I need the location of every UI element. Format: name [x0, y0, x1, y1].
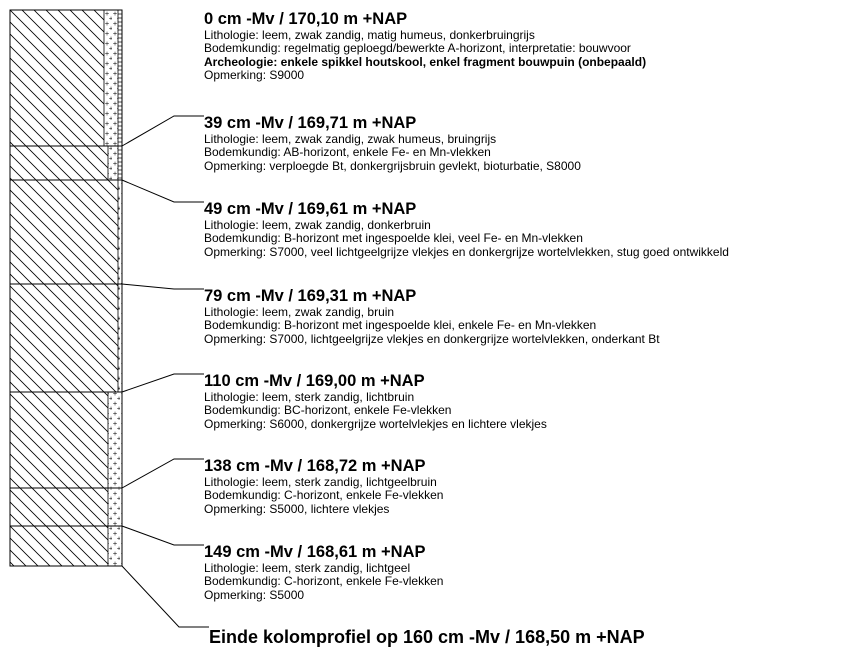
profile-layer-block — [9, 525, 123, 567]
layer-depth-heading: 0 cm -Mv / 170,10 m +NAP — [204, 10, 408, 28]
layer-detail-line: Bodemkundig: BC-horizont, enkele Fe-vlek… — [204, 403, 452, 418]
layer-detail-line: Bodemkundig: C-horizont, enkele Fe-vlekk… — [204, 574, 444, 589]
humus-fill — [118, 146, 122, 180]
layer-detail-line: Lithologie: leem, zwak zandig, zwak hume… — [204, 132, 497, 146]
layer-detail-line: Opmerking: verploegde Bt, donkergrijsbru… — [204, 158, 581, 173]
leader-line — [121, 115, 204, 147]
profile-layer-block — [9, 487, 123, 527]
layer-outline — [9, 525, 123, 567]
profile-layer-block — [9, 9, 123, 147]
layer-depth-heading: 49 cm -Mv / 169,61 m +NAP — [204, 200, 417, 218]
sand-fill — [118, 180, 122, 284]
layer-depth-heading: 138 cm -Mv / 168,72 m +NAP — [204, 457, 426, 475]
layer-detail-line: Bodemkundig: AB-horizont, enkele Fe- en … — [204, 145, 491, 160]
sand-fill — [104, 10, 118, 146]
layer-detail-line: Opmerking: S6000, donkergrijze wortelvle… — [204, 416, 547, 431]
sand-fill — [118, 284, 122, 392]
layer-detail-line: Bodemkundig: C-horizont, enkele Fe-vlekk… — [204, 488, 444, 503]
layer-detail-line: Opmerking: S5000, lichtere vlekjes — [204, 501, 390, 516]
profile-layer-block — [9, 145, 123, 181]
sand-fill — [108, 392, 122, 488]
leader-line — [121, 525, 204, 546]
hatch-fill — [10, 284, 118, 392]
sand-fill — [108, 146, 118, 180]
layer-detail-line: Lithologie: leem, zwak zandig, bruin — [204, 305, 395, 319]
layer-detail-line: Lithologie: leem, zwak zandig, matig hum… — [204, 28, 535, 42]
layer-detail-line: Bodemkundig: B-horizont met ingespoelde … — [204, 318, 597, 333]
leader-line — [121, 179, 204, 203]
layer-detail-line: Archeologie: enkele spikkel houtskool, e… — [204, 54, 647, 69]
leader-line — [121, 283, 204, 290]
hatch-fill — [10, 10, 104, 146]
layer-detail-line: Bodemkundig: B-horizont met ingespoelde … — [204, 231, 583, 246]
hatch-fill — [10, 526, 108, 566]
layer-detail-line: Opmerking: S9000 — [204, 68, 305, 83]
layer-detail-line: Lithologie: leem, zwak zandig, donkerbru… — [204, 218, 431, 232]
hatch-fill — [10, 180, 118, 284]
layer-detail-line: Opmerking: S5000 — [204, 587, 305, 602]
layer-detail-line: Bodemkundig: regelmatig geploegd/bewerkt… — [204, 41, 631, 56]
profile-layer-block — [9, 179, 123, 285]
sand-fill — [108, 526, 122, 566]
sand-fill — [108, 488, 122, 526]
layer-detail-line: Lithologie: leem, sterk zandig, lichtbru… — [204, 390, 415, 404]
layer-detail-line: Lithologie: leem, sterk zandig, lichtgee… — [204, 561, 411, 575]
layer-depth-heading: 149 cm -Mv / 168,61 m +NAP — [204, 543, 426, 561]
hatch-fill — [10, 488, 108, 526]
leader-line — [121, 373, 204, 393]
leader-line — [121, 458, 204, 489]
layer-depth-heading: 79 cm -Mv / 169,31 m +NAP — [204, 287, 417, 305]
leader-line — [121, 565, 209, 628]
profile-layer-block — [9, 391, 123, 489]
profile-end-note: Einde kolomprofiel op 160 cm -Mv / 168,5… — [209, 627, 645, 647]
layer-depth-heading: 110 cm -Mv / 169,00 m +NAP — [204, 372, 425, 390]
layer-depth-heading: 39 cm -Mv / 169,71 m +NAP — [204, 114, 417, 132]
hatch-fill — [10, 146, 108, 180]
hatch-fill — [10, 392, 108, 488]
layer-detail-line: Opmerking: S7000, veel lichtgeelgrijze v… — [204, 244, 729, 259]
humus-fill — [118, 10, 122, 146]
layer-detail-line: Lithologie: leem, sterk zandig, lichtgee… — [204, 475, 437, 489]
profile-layer-block — [9, 283, 123, 393]
layer-detail-line: Opmerking: S7000, lichtgeelgrijze vlekje… — [204, 331, 660, 346]
